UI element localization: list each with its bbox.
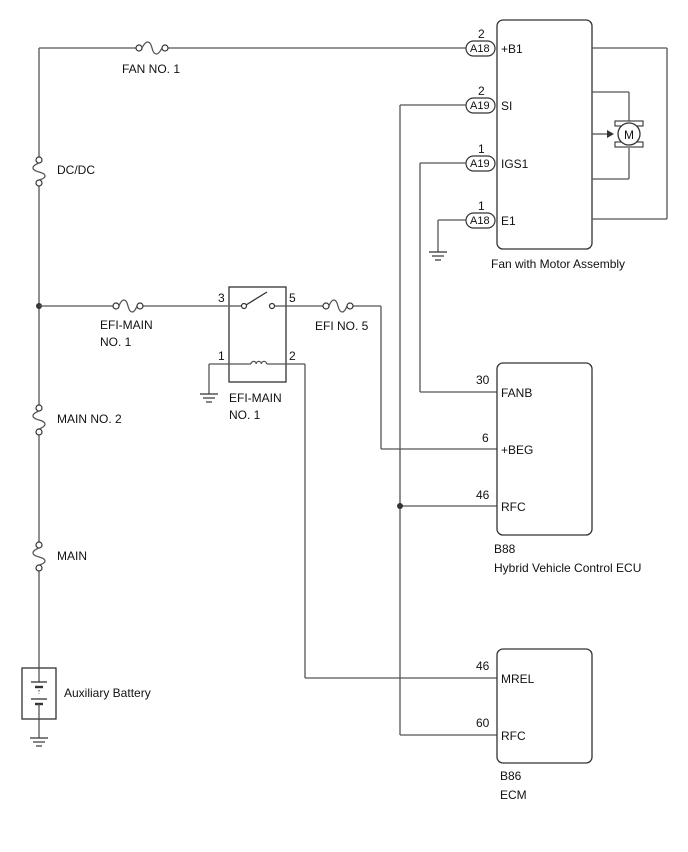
ecm-label: ECM xyxy=(500,788,527,802)
hv-pin-rfc: 46 xyxy=(476,488,490,502)
wire-fanb xyxy=(419,162,497,393)
wire-rfc xyxy=(399,104,497,736)
fan-pin-igs1: 1 xyxy=(478,142,485,156)
hv-pin-fanb: 30 xyxy=(476,373,490,387)
ground-icon xyxy=(30,737,48,747)
motor-symbol: M xyxy=(624,128,634,142)
fuse-main-label: MAIN xyxy=(57,549,87,563)
fuse-fan-no1-label: FAN NO. 1 xyxy=(122,62,180,76)
fuse-efi-main-no1 xyxy=(112,299,144,313)
fuse-main-no2-label: MAIN NO. 2 xyxy=(57,412,122,426)
hv-ecu-label: Hybrid Vehicle Control ECU xyxy=(494,561,641,575)
fuse-efi-no5-label: EFI NO. 5 xyxy=(315,319,369,333)
svg-text:A19: A19 xyxy=(470,158,490,170)
fuse-fan-no1 xyxy=(135,41,169,55)
hybrid-ecu-box xyxy=(496,362,593,536)
fuse-main-no2 xyxy=(32,404,46,436)
wire-e1-ground xyxy=(437,219,466,252)
hv-pin-beg: 6 xyxy=(482,431,489,445)
connector-a18-b1: A18 xyxy=(465,40,496,57)
relay-pin-1: 1 xyxy=(218,349,225,363)
ecm-box xyxy=(496,648,593,764)
ecm-terminal-rfc: RFC xyxy=(501,729,526,743)
fan-terminal-e1: E1 xyxy=(501,214,516,228)
ground-icon xyxy=(429,251,447,261)
relay-pin-2: 2 xyxy=(289,349,296,363)
relay-pin-3: 3 xyxy=(218,291,225,305)
fuse-dcdc xyxy=(32,156,46,187)
svg-text:A19: A19 xyxy=(470,100,490,112)
fan-internal-wiring xyxy=(592,47,668,220)
ecm-terminal-mrel: MREL xyxy=(501,672,535,686)
fan-terminal-b1: +B1 xyxy=(501,42,523,56)
hv-terminal-rfc: RFC xyxy=(501,500,526,514)
relay-pin-5: 5 xyxy=(289,291,296,305)
fan-pin-e1: 1 xyxy=(478,199,485,213)
connector-a18-e1: A18 xyxy=(465,212,496,229)
fuse-main xyxy=(32,541,46,572)
svg-text:A18: A18 xyxy=(470,43,490,55)
fan-terminal-igs1: IGS1 xyxy=(501,157,529,171)
hv-terminal-beg: +BEG xyxy=(501,443,533,457)
wire-mrel xyxy=(286,363,497,679)
ground-icon xyxy=(200,393,218,403)
hv-terminal-fanb: FANB xyxy=(501,386,532,400)
fan-terminal-si: SI xyxy=(501,99,512,113)
fuse-dcdc-label: DC/DC xyxy=(57,163,95,177)
fan-pin-si: 2 xyxy=(478,84,485,98)
auxiliary-battery xyxy=(21,667,57,720)
relay-efi-main-no1 xyxy=(228,286,287,383)
fuse-efi-main-label-1: EFI-MAIN xyxy=(100,318,153,332)
relay-label-2: NO. 1 xyxy=(229,408,261,422)
ecm-pin-rfc: 60 xyxy=(476,716,490,730)
svg-text:A18: A18 xyxy=(470,215,490,227)
wire-relay-ground xyxy=(208,363,229,394)
fan-pin-b1: 2 xyxy=(478,27,485,41)
battery-label: Auxiliary Battery xyxy=(64,686,151,700)
relay-label-1: EFI-MAIN xyxy=(229,391,282,405)
connector-a19-si: A19 xyxy=(465,97,496,114)
ecm-code: B86 xyxy=(500,769,522,783)
motor-icon: M xyxy=(592,120,644,148)
ecm-pin-mrel: 46 xyxy=(476,659,490,673)
junction-dot xyxy=(397,503,403,509)
fuse-efi-no5 xyxy=(322,299,354,313)
fan-assembly-label: Fan with Motor Assembly xyxy=(491,257,625,271)
connector-a19-igs1: A19 xyxy=(465,155,496,172)
hv-ecu-code: B88 xyxy=(494,542,516,556)
fuse-efi-main-label-2: NO. 1 xyxy=(100,335,132,349)
